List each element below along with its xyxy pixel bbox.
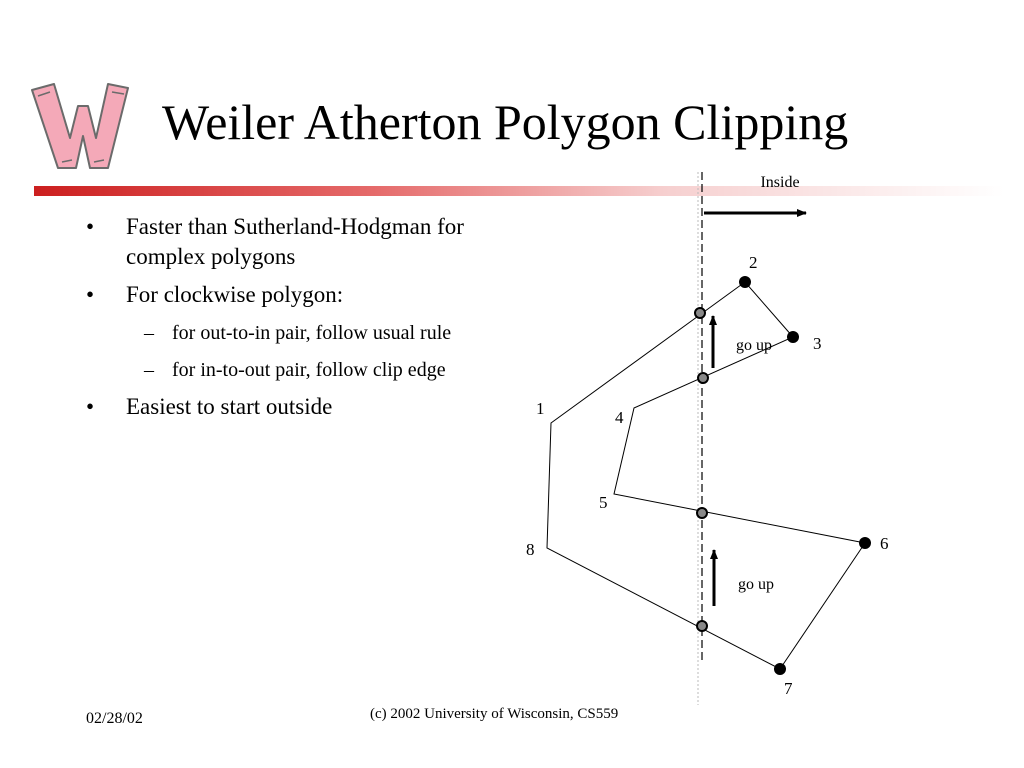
vertex-label: 3 (813, 334, 822, 353)
intersection-point (696, 620, 708, 632)
bullet-list: Faster than Sutherland-Hodgman for compl… (86, 212, 516, 430)
bullet-item: For clockwise polygon: (86, 280, 516, 310)
intersection-point (696, 507, 708, 519)
go-up-label: go up (738, 576, 774, 593)
vertex-label: 1 (536, 399, 545, 418)
intersection-point (694, 307, 706, 319)
sub-bullet-item: for out-to-in pair, follow usual rule (86, 318, 516, 349)
vertex-label: 5 (599, 493, 608, 512)
vertex-point (774, 663, 786, 675)
vertex-point (787, 331, 799, 343)
title-underline (34, 186, 1004, 196)
university-logo-icon (31, 83, 129, 169)
vertex-point (739, 276, 751, 288)
intersection-point (697, 372, 709, 384)
vertex-label: 6 (880, 534, 889, 553)
vertex-label: 2 (749, 253, 758, 272)
bullet-item: Easiest to start outside (86, 392, 516, 422)
vertex-label: 4 (615, 408, 624, 427)
bullet-item: Faster than Sutherland-Hodgman for compl… (86, 212, 516, 272)
vertex-label: 8 (526, 540, 535, 559)
vertex-point (859, 537, 871, 549)
footer-date: 02/28/02 (86, 710, 143, 727)
go-up-label: go up (736, 337, 772, 354)
vertex-label: 7 (784, 679, 793, 698)
subject-polygon (546, 281, 866, 670)
inside-label: Inside (760, 174, 799, 191)
slide-title: Weiler Atherton Polygon Clipping (162, 94, 849, 150)
footer-copyright: (c) 2002 University of Wisconsin, CS559 (370, 706, 619, 722)
sub-bullet-item: for in-to-out pair, follow clip edge (86, 355, 516, 386)
